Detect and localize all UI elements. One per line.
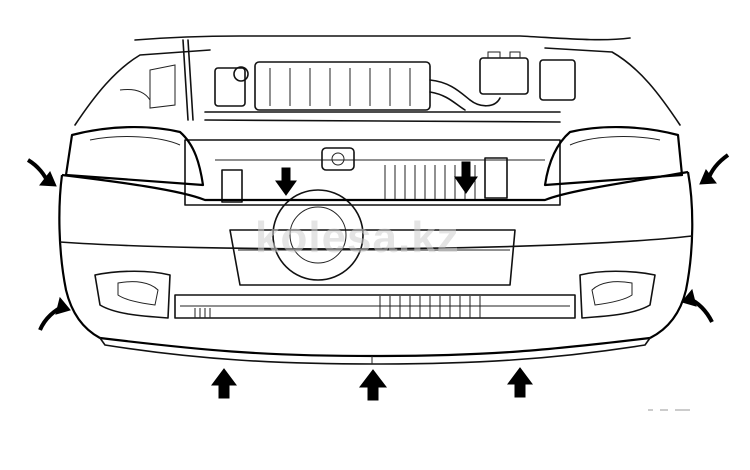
headlights (64, 125, 684, 187)
arrow-lower-left (38, 296, 71, 331)
arrow-down-left (275, 167, 297, 196)
arrow-upper-left (26, 158, 57, 187)
front-bumper (58, 170, 694, 365)
watermark-text: kolesa.kz (255, 213, 460, 262)
arrow-up-center (358, 369, 388, 401)
arrow-up-right (507, 367, 533, 398)
arrow-down-right (454, 161, 478, 194)
arrow-up-left (211, 368, 237, 399)
engine-bay (74, 35, 681, 126)
arrows (26, 153, 730, 401)
arrow-lower-right (681, 288, 714, 323)
arrow-upper-right (699, 153, 730, 185)
